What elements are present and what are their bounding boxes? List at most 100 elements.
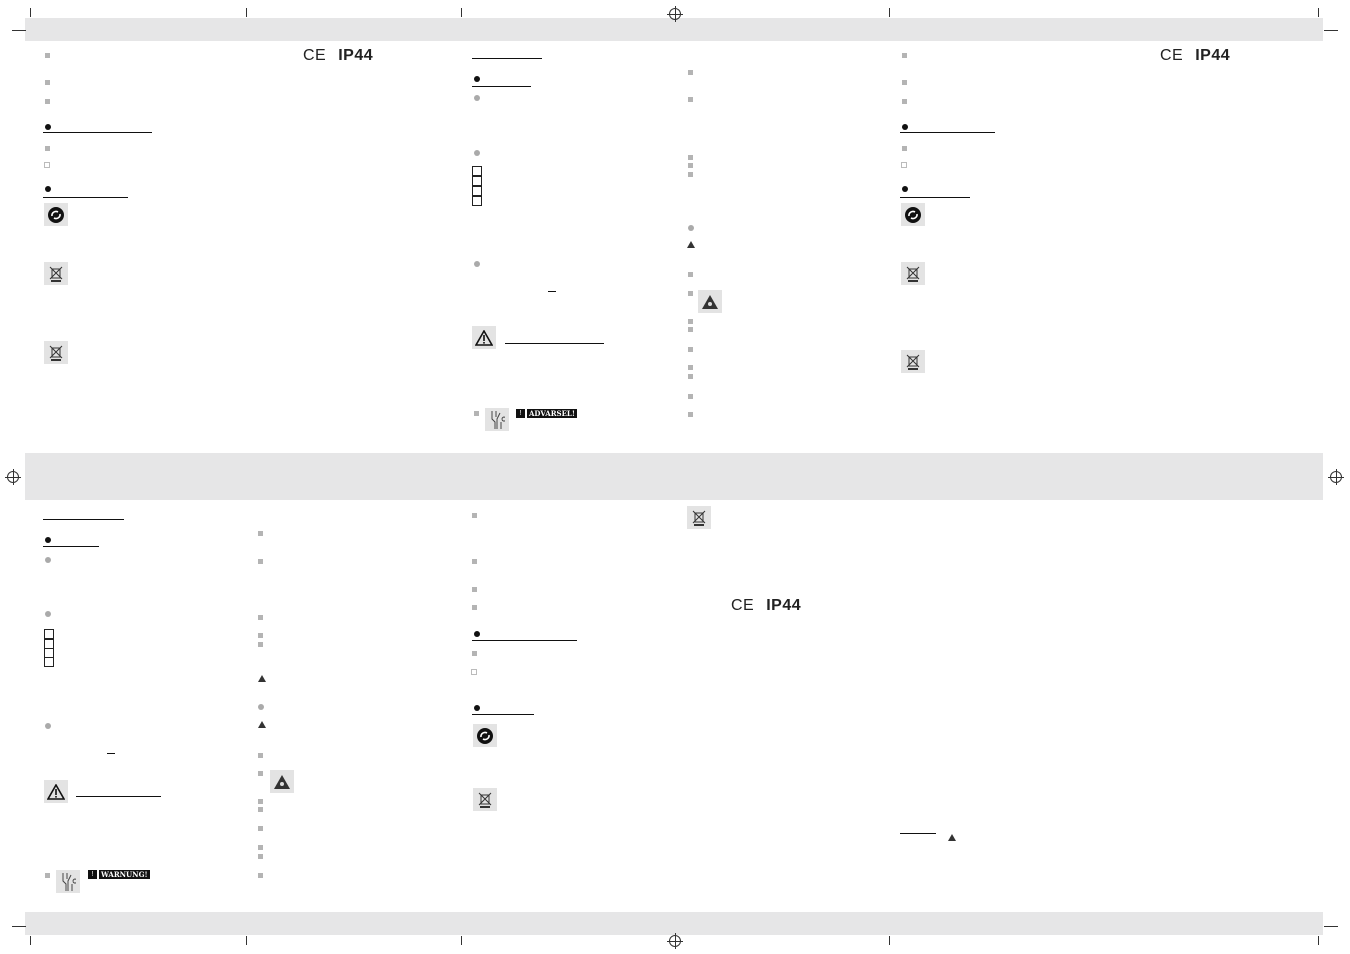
warning-label-warnung: WARNUNG! — [99, 870, 150, 879]
list-bullet — [258, 633, 263, 638]
list-bullet — [258, 753, 263, 758]
list-bullet — [474, 411, 479, 416]
heading-bullet — [474, 76, 480, 82]
registration-mark — [667, 933, 683, 949]
section-heading-underline — [43, 546, 99, 547]
weee-bin-icon — [901, 350, 925, 373]
list-bullet — [258, 771, 263, 776]
list-bullet — [472, 513, 477, 518]
sub-bullet — [474, 261, 480, 267]
crop-mark — [1318, 936, 1319, 945]
heading-bullet — [45, 186, 51, 192]
weee-bin-icon — [44, 262, 68, 285]
list-bullet-hollow — [901, 162, 907, 168]
section-heading-underline — [43, 197, 128, 198]
table-cell — [472, 166, 482, 176]
bottom-band — [25, 912, 1323, 935]
warning-triangle-icon — [472, 326, 496, 349]
sub-bullet — [45, 557, 51, 563]
table-cell — [472, 196, 482, 206]
crop-mark — [12, 926, 26, 927]
list-bullet — [258, 531, 263, 536]
list-bullet — [902, 146, 907, 151]
sub-bullet — [45, 723, 51, 729]
list-bullet — [258, 559, 263, 564]
section-heading-underline — [43, 132, 152, 133]
crop-mark — [30, 8, 31, 17]
section-heading-underline — [900, 132, 995, 133]
registration-mark — [1328, 469, 1344, 485]
list-bullet — [902, 80, 907, 85]
section-heading-underline — [43, 519, 124, 520]
table-cell — [44, 629, 54, 639]
section-heading-underline — [900, 197, 970, 198]
sub-bullet — [45, 611, 51, 617]
list-bullet — [472, 651, 477, 656]
list-bullet-hollow — [44, 162, 50, 168]
weee-bin-icon — [44, 341, 68, 364]
warning-icon: ! — [516, 409, 525, 418]
warning-icon: ! — [88, 870, 97, 879]
crop-mark — [246, 936, 247, 945]
top-band — [25, 18, 1323, 41]
list-bullet-hollow — [471, 669, 477, 675]
section-heading-underline — [472, 58, 542, 59]
list-bullet — [688, 365, 693, 370]
list-bullet — [688, 412, 693, 417]
weee-bin-icon — [473, 788, 497, 811]
registration-mark — [667, 6, 683, 22]
crop-mark — [30, 936, 31, 945]
sub-bullet — [258, 704, 264, 710]
crop-mark — [461, 936, 462, 945]
warning-label-advarsel: ADVARSEL! — [527, 409, 577, 418]
list-bullet — [688, 272, 693, 277]
list-bullet — [688, 327, 693, 332]
child-hazard-icon — [56, 870, 80, 893]
sub-bullet — [474, 95, 480, 101]
list-bullet — [258, 873, 263, 878]
list-bullet — [688, 347, 693, 352]
list-bullet — [258, 826, 263, 831]
section-heading-underline — [472, 86, 531, 87]
section-heading-underline — [472, 640, 577, 641]
list-bullet — [902, 99, 907, 104]
hazard-icon — [270, 770, 294, 793]
section-heading-underline — [505, 343, 604, 344]
list-bullet — [258, 807, 263, 812]
heading-bullet — [45, 537, 51, 543]
section-heading-underline — [900, 833, 936, 834]
middle-band — [25, 453, 1323, 500]
heading-bullet — [474, 705, 480, 711]
crop-mark — [12, 30, 26, 31]
list-bullet — [688, 374, 693, 379]
registration-mark — [5, 469, 21, 485]
recycle-icon — [901, 203, 925, 226]
heading-bullet — [902, 186, 908, 192]
warning-triangle-icon — [687, 241, 695, 248]
sub-bullet — [688, 225, 694, 231]
list-bullet — [258, 799, 263, 804]
recycle-icon — [44, 203, 68, 226]
list-bullet — [472, 605, 477, 610]
dc-symbol-icon — [548, 291, 556, 292]
crop-mark — [1324, 30, 1338, 31]
list-bullet — [688, 97, 693, 102]
list-bullet — [258, 845, 263, 850]
section-heading-underline — [472, 714, 534, 715]
list-bullet — [688, 291, 693, 296]
recycle-icon — [473, 724, 497, 747]
section-heading-underline — [76, 796, 161, 797]
table-cell — [472, 186, 482, 196]
crop-mark — [1318, 8, 1319, 17]
crop-mark — [246, 8, 247, 17]
table-cell — [44, 657, 54, 667]
list-bullet — [258, 615, 263, 620]
weee-bin-icon — [687, 506, 711, 529]
list-bullet — [688, 163, 693, 168]
child-hazard-icon — [485, 408, 509, 431]
warning-triangle-icon — [258, 721, 266, 728]
hazard-icon — [698, 290, 722, 313]
list-bullet — [45, 80, 50, 85]
